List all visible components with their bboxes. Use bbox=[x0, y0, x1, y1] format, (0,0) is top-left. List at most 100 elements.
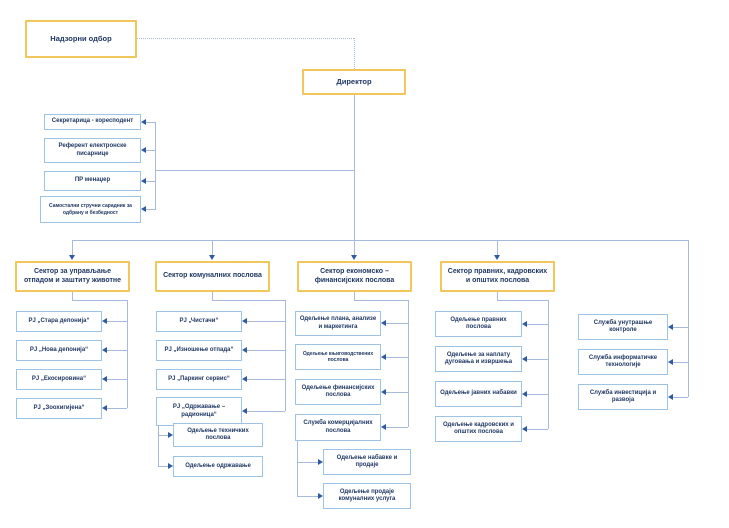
unit-box: Одељење правних послова bbox=[435, 311, 522, 337]
unit-box: Одељење јавних набавки bbox=[435, 381, 522, 407]
unit-box: РЈ „Стара депонија“ bbox=[16, 311, 102, 332]
connector-line bbox=[107, 408, 127, 409]
connector-line bbox=[158, 435, 168, 436]
connector-line bbox=[155, 170, 354, 171]
connector-line bbox=[497, 300, 548, 301]
arrow-icon bbox=[242, 408, 247, 414]
connector-line bbox=[673, 362, 688, 363]
arrow-icon bbox=[242, 347, 247, 353]
arrow-icon bbox=[522, 321, 527, 327]
unit-box: РЈ „Зоохигијена“ bbox=[16, 398, 102, 419]
subunit-box: Одељење набавке и продаје bbox=[323, 449, 411, 475]
connector-line bbox=[386, 427, 408, 428]
connector-line bbox=[107, 379, 127, 380]
arrow-icon bbox=[69, 255, 75, 260]
unit-box: Одељење финансијских послова bbox=[295, 379, 381, 405]
arrow-icon bbox=[522, 426, 527, 432]
unit-box: РЈ „Чистачи“ bbox=[156, 311, 242, 332]
unit-box: РЈ „Нова депонија“ bbox=[16, 340, 102, 361]
arrow-icon bbox=[102, 376, 107, 382]
connector-line bbox=[212, 240, 213, 255]
arrow-icon bbox=[102, 318, 107, 324]
arrow-icon bbox=[318, 493, 323, 499]
sector-box-waste: Сектор за управљање отпадом и заштиту жи… bbox=[15, 261, 130, 292]
connector-line bbox=[354, 240, 355, 255]
connector-line bbox=[247, 350, 285, 351]
connector-line bbox=[527, 394, 548, 395]
arrow-icon bbox=[522, 391, 527, 397]
arrow-icon bbox=[381, 320, 386, 326]
unit-box: РЈ „Екосировина“ bbox=[16, 369, 102, 390]
arrow-icon bbox=[141, 178, 146, 184]
connector-line bbox=[527, 324, 548, 325]
arrow-icon bbox=[494, 255, 500, 260]
connector-line bbox=[158, 426, 159, 466]
connector-line bbox=[386, 357, 408, 358]
connector-line bbox=[146, 209, 155, 210]
service-box: Служба информатичке технологије bbox=[578, 349, 668, 375]
connector-line bbox=[297, 496, 318, 497]
connector-line bbox=[408, 300, 409, 427]
board-box: Надзорни одбор bbox=[25, 20, 137, 58]
arrow-icon bbox=[318, 459, 323, 465]
connector-line bbox=[146, 181, 155, 182]
arrow-icon bbox=[668, 394, 673, 400]
arrow-icon bbox=[381, 389, 386, 395]
director-box: Директор bbox=[302, 69, 406, 95]
sector-box-legal: Сектор правних, кадровских и општих посл… bbox=[440, 261, 555, 292]
connector-line bbox=[527, 429, 548, 430]
connector-line bbox=[247, 379, 285, 380]
sector-box-finance: Сектор економско – финансијских послова bbox=[297, 261, 412, 292]
connector-line bbox=[146, 150, 155, 151]
arrow-icon bbox=[242, 376, 247, 382]
connector-line bbox=[297, 462, 318, 463]
staff-box-defense-security: Самостални стручни сарадник за одбрану и… bbox=[40, 196, 141, 223]
connector-line-dotted bbox=[137, 38, 354, 39]
connector-line bbox=[72, 300, 127, 301]
arrow-icon bbox=[209, 255, 215, 260]
arrow-icon bbox=[242, 318, 247, 324]
arrow-icon bbox=[141, 119, 146, 125]
arrow-icon bbox=[351, 255, 357, 260]
connector-line bbox=[155, 122, 156, 210]
connector-line bbox=[247, 321, 285, 322]
connector-line-dotted bbox=[354, 38, 355, 69]
arrow-icon bbox=[102, 405, 107, 411]
arrow-icon bbox=[668, 359, 673, 365]
unit-box: Одељење плана, анализе и маркетинга bbox=[295, 311, 381, 336]
connector-line bbox=[386, 323, 408, 324]
service-box: Служба инвестиција и развоја bbox=[578, 384, 668, 410]
connector-line bbox=[386, 392, 408, 393]
unit-box: Одељење за наплату дуговања и извршења bbox=[435, 346, 522, 372]
connector-line bbox=[527, 359, 548, 360]
arrow-icon bbox=[168, 463, 173, 469]
connector-line bbox=[354, 300, 408, 301]
connector-line bbox=[72, 240, 73, 255]
unit-box: РЈ „Одржавање – радионица“ bbox=[156, 397, 242, 426]
service-box: Служба унутрашње контроле bbox=[578, 314, 668, 340]
arrow-icon bbox=[102, 347, 107, 353]
connector-line bbox=[107, 321, 127, 322]
connector-line bbox=[247, 411, 285, 412]
connector-line bbox=[297, 441, 298, 496]
connector-line bbox=[146, 122, 155, 123]
sector-box-communal: Сектор комуналних послова bbox=[155, 261, 270, 292]
arrow-icon bbox=[141, 206, 146, 212]
unit-box: РЈ „Паркинг сервис“ bbox=[156, 369, 242, 390]
unit-box: РЈ „Изношење отпада“ bbox=[156, 340, 242, 361]
connector-line bbox=[212, 300, 285, 301]
connector-line bbox=[497, 292, 498, 300]
connector-line bbox=[158, 466, 168, 467]
staff-box-registry-clerk: Референт електронске писарнице bbox=[44, 138, 141, 163]
staff-box-pr-manager: ПР менаџер bbox=[44, 171, 141, 191]
unit-box: Одељење књиговодствених послова bbox=[295, 344, 381, 370]
subunit-box: Одељење техничких послова bbox=[173, 423, 263, 447]
connector-line bbox=[354, 292, 355, 300]
connector-line bbox=[354, 95, 355, 240]
subunit-box: Одељење продаје комуналних услуга bbox=[323, 483, 411, 509]
connector-line bbox=[673, 327, 688, 328]
connector-line bbox=[548, 300, 549, 429]
connector-line bbox=[285, 300, 286, 411]
arrow-icon bbox=[381, 354, 386, 360]
